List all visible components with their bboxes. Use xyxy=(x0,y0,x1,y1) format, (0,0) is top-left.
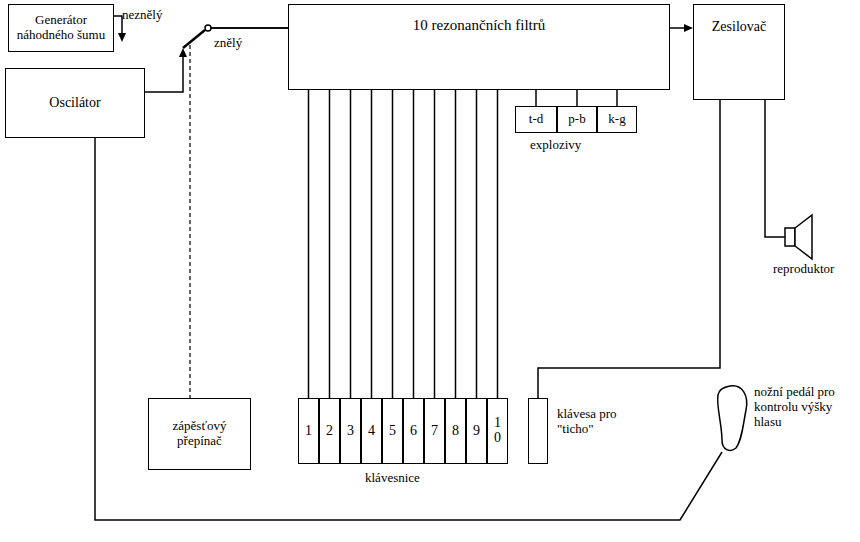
connector-line xyxy=(535,90,537,106)
node-text: 9 xyxy=(473,424,481,439)
pitch-control-wire xyxy=(95,138,722,520)
node-text: 5 xyxy=(389,424,397,439)
node-text: 2 xyxy=(326,424,334,439)
connector-line xyxy=(371,90,373,398)
connector-line xyxy=(576,90,578,106)
connector xyxy=(476,90,477,398)
node-text: 1 xyxy=(305,424,313,439)
key: 5 xyxy=(382,398,403,464)
connector-line xyxy=(434,90,436,398)
speaker-wire xyxy=(765,100,785,237)
key: 3 xyxy=(340,398,361,464)
connector-line xyxy=(145,28,288,92)
node-text: 6 xyxy=(410,424,418,439)
arrow-head xyxy=(684,24,693,32)
node-text: zápěsťový přepínač xyxy=(149,419,250,449)
speaker-cone xyxy=(795,215,812,259)
node-text: 8 xyxy=(452,424,460,439)
node-text: Zesilovač xyxy=(708,19,770,35)
connector-line xyxy=(670,27,685,29)
connector xyxy=(371,90,372,398)
connector xyxy=(350,90,351,398)
connector xyxy=(145,28,288,92)
switch-lever xyxy=(183,30,205,48)
key: 10 xyxy=(487,398,508,464)
node-text: 3 xyxy=(347,424,355,439)
connector xyxy=(392,90,393,398)
connector-line xyxy=(497,90,499,398)
connector xyxy=(536,90,537,106)
connector-line xyxy=(308,90,310,398)
connector-line xyxy=(616,90,618,106)
connector xyxy=(308,90,309,398)
connector xyxy=(670,24,693,32)
node-text: klávesa pro "ticho" xyxy=(557,407,649,437)
connector xyxy=(329,90,330,398)
node-text: 7 xyxy=(431,424,439,439)
connector xyxy=(577,90,578,106)
connector-line xyxy=(476,90,478,398)
wrist-switch-box: zápěsťový přepínač xyxy=(148,398,251,470)
plosive-key: p-b xyxy=(557,106,597,133)
oscillator-box: Oscilátor xyxy=(5,68,145,138)
node-text: 10 rezonančních filtrů xyxy=(409,17,549,34)
connector-line xyxy=(413,90,415,398)
node-text: t-d xyxy=(525,112,547,127)
foot-pedal xyxy=(718,386,747,451)
key: 4 xyxy=(361,398,382,464)
connector xyxy=(455,90,456,398)
speaker-symbol xyxy=(785,228,795,246)
connector-line xyxy=(329,90,331,398)
key: 7 xyxy=(424,398,445,464)
noise-generator-box: Generátor náhodného šumu xyxy=(8,4,114,52)
node-text: Oscilátor xyxy=(45,95,104,111)
key: 9 xyxy=(466,398,487,464)
switch-contact xyxy=(205,25,211,31)
key: 6 xyxy=(403,398,424,464)
connector xyxy=(413,90,414,398)
arrow-head xyxy=(179,48,187,57)
connector-line xyxy=(350,90,352,398)
keyboard-label: klávesnice xyxy=(365,471,420,486)
arrow-head xyxy=(118,33,126,42)
node-text: p-b xyxy=(564,112,589,127)
plosives-label: explozivy xyxy=(530,138,581,153)
amplifier-box: Zesilovač xyxy=(693,4,785,100)
connector xyxy=(497,90,498,398)
speaker-label: reproduktor xyxy=(773,262,834,277)
silence-key: klávesa pro "ticho" xyxy=(528,398,548,464)
filter-bank-box: 10 rezonančních filtrů xyxy=(288,4,670,90)
plosive-key: t-d xyxy=(515,106,557,133)
key: 8 xyxy=(445,398,466,464)
node-text: k-g xyxy=(604,112,629,127)
connector xyxy=(617,90,618,106)
voiced-label: znělý xyxy=(214,36,242,51)
unvoiced-label: neznělý xyxy=(122,8,162,23)
connector-line xyxy=(392,90,394,398)
pedal-label: nožní pedál pro kontrolu výšky hlasu xyxy=(754,385,840,430)
connector xyxy=(434,90,435,398)
plosive-key: k-g xyxy=(597,106,637,133)
node-text: 10 xyxy=(494,416,502,445)
node-text: Generátor náhodného šumu xyxy=(9,13,113,43)
mechanical-link xyxy=(189,45,190,398)
node-text: 4 xyxy=(368,424,376,439)
connector-line xyxy=(455,90,457,398)
key: 1 xyxy=(298,398,319,464)
key: 2 xyxy=(319,398,340,464)
